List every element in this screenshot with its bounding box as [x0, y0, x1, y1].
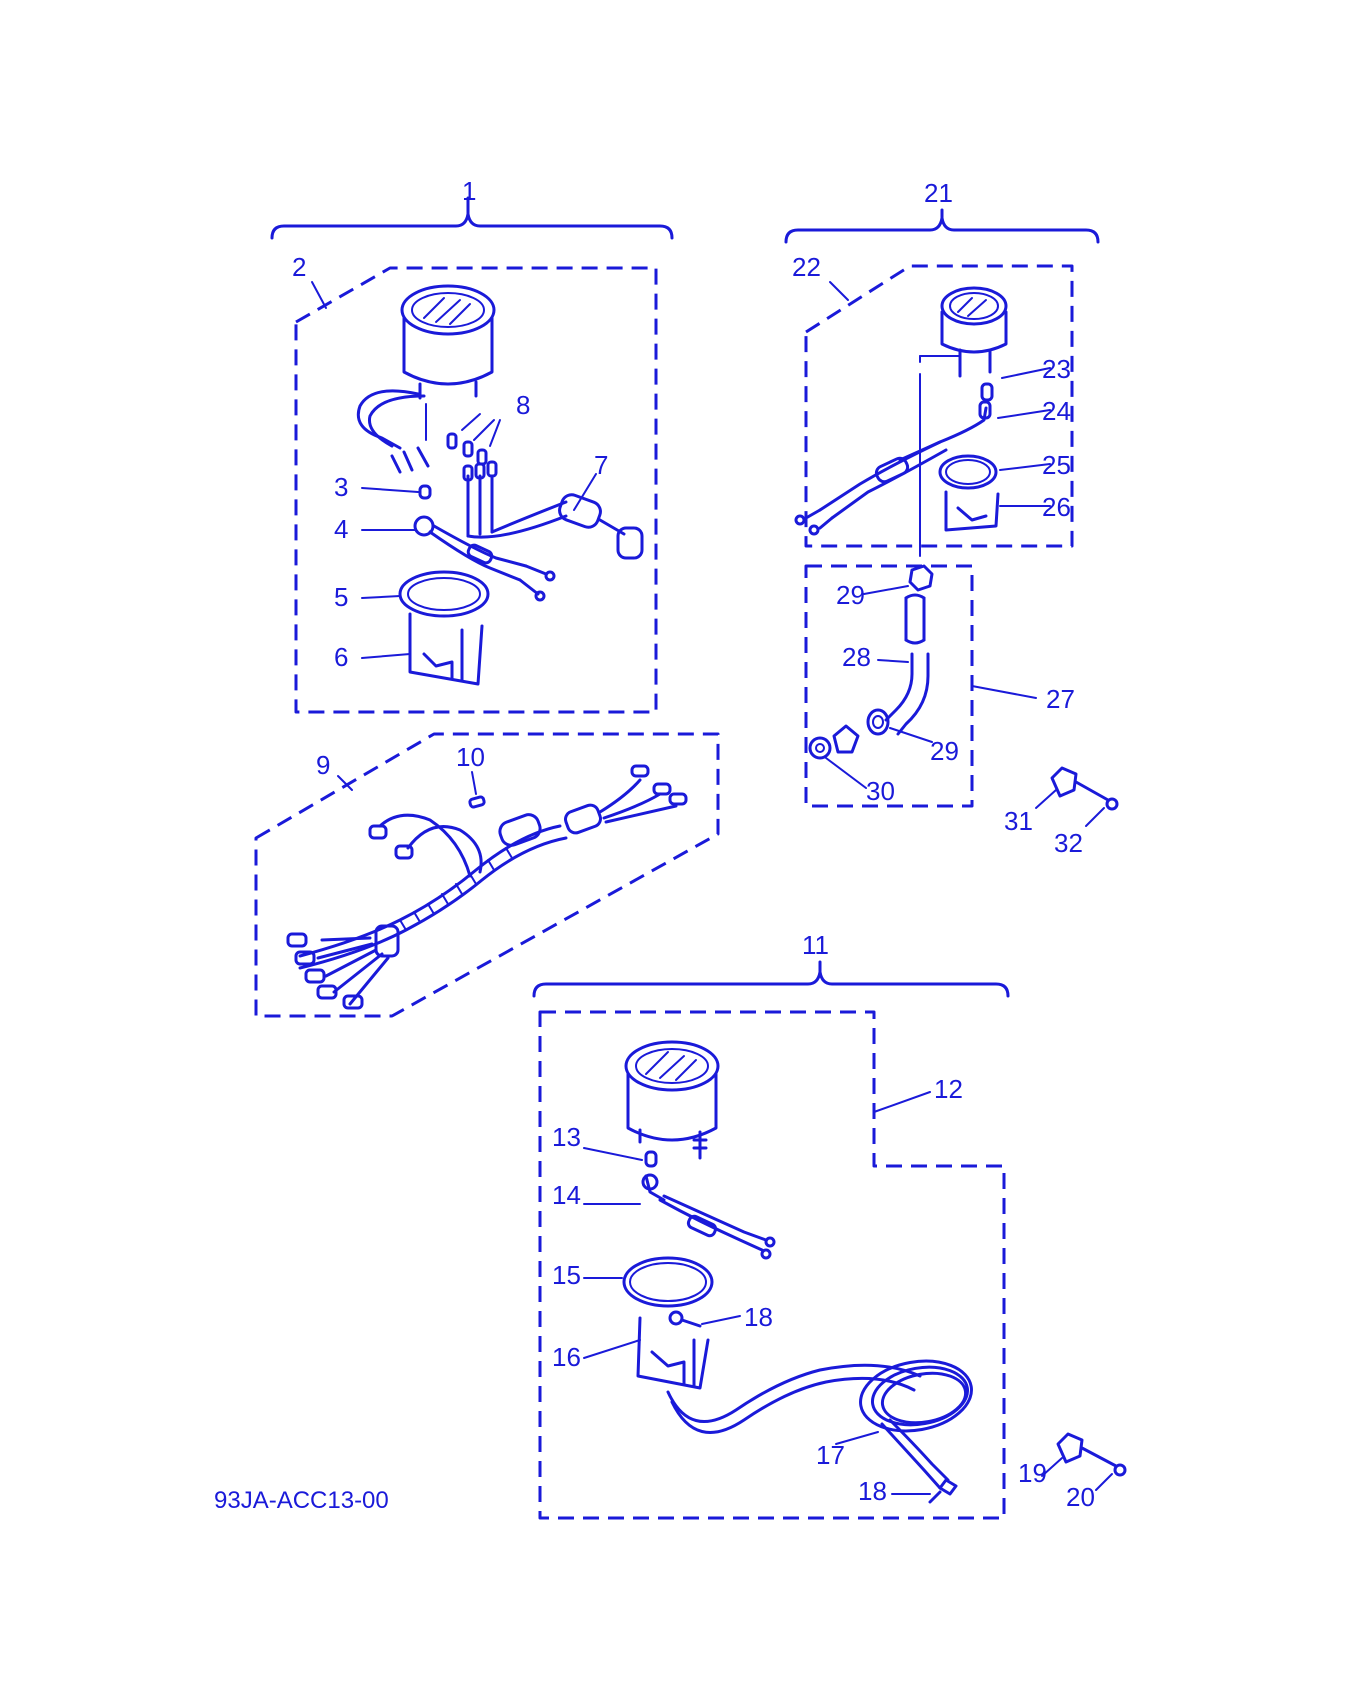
callout-32: 32 [1054, 828, 1083, 858]
clip-screw-31-32 [1035, 766, 1119, 827]
callout-24: 24 [1042, 396, 1071, 426]
assembly-27 [804, 564, 1037, 808]
callout-17: 17 [816, 1440, 845, 1470]
callout-25: 25 [1042, 450, 1071, 480]
callout-18-bottom: 18 [858, 1476, 887, 1506]
assembly-21 [784, 208, 1100, 557]
callout-31: 31 [1004, 806, 1033, 836]
callout-15: 15 [552, 1260, 581, 1290]
callout-12: 12 [934, 1074, 963, 1104]
callout-27: 27 [1046, 684, 1075, 714]
callout-16: 16 [552, 1342, 581, 1372]
callout-23: 23 [1042, 354, 1071, 384]
assembly-1 [270, 196, 674, 714]
callout-19: 19 [1018, 1458, 1047, 1488]
callout-13: 13 [552, 1122, 581, 1152]
callout-9: 9 [316, 750, 330, 780]
wire-harness-9 [254, 732, 720, 1018]
callout-5: 5 [334, 582, 348, 612]
callout-4: 4 [334, 514, 348, 544]
callout-29-top: 29 [836, 580, 865, 610]
clip-screw-19-20 [1041, 1432, 1127, 1491]
callout-11: 11 [802, 930, 829, 960]
callout-7: 7 [594, 450, 608, 480]
callout-14: 14 [552, 1180, 581, 1210]
callout-18-top: 18 [744, 1302, 773, 1332]
callout-8: 8 [516, 390, 530, 420]
callout-22: 22 [792, 252, 821, 282]
callout-26: 26 [1042, 492, 1071, 522]
callout-3: 3 [334, 472, 348, 502]
callout-21: 21 [924, 178, 953, 208]
callout-1: 1 [462, 176, 476, 206]
document-code: 93JA-ACC13-00 [214, 1487, 389, 1514]
callout-20: 20 [1066, 1482, 1095, 1512]
assembly-11 [532, 960, 1010, 1520]
callout-30: 30 [866, 776, 895, 806]
callout-28: 28 [842, 642, 871, 672]
callout-6: 6 [334, 642, 348, 672]
callout-2: 2 [292, 252, 306, 282]
gauge-meter-1 [400, 284, 496, 400]
callout-29-bottom: 29 [930, 736, 959, 766]
callout-10: 10 [456, 742, 485, 772]
